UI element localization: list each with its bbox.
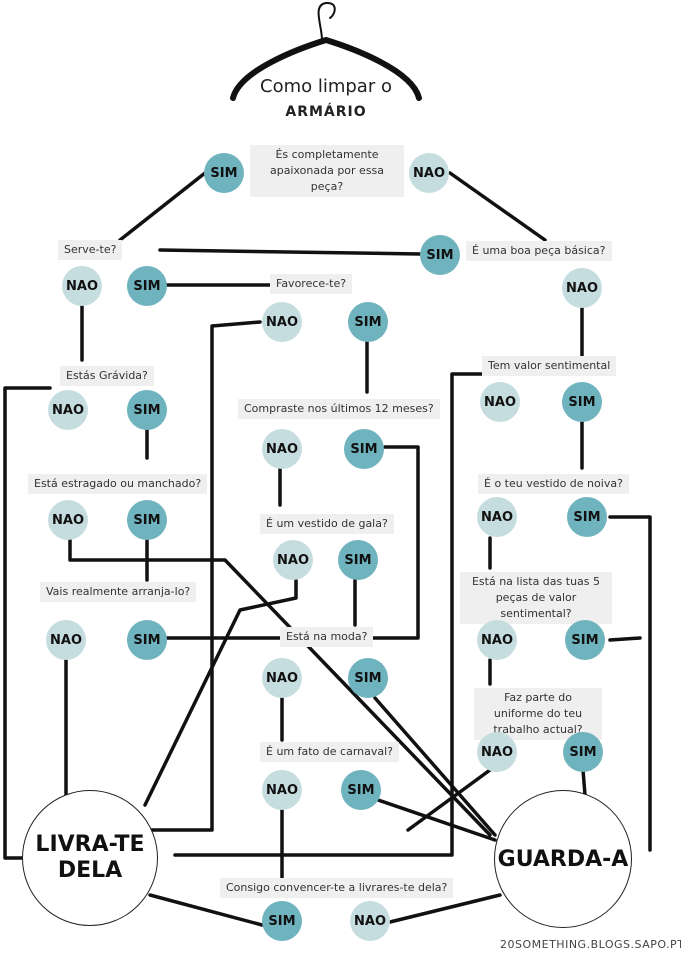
question-costume: É um fato de carnaval? (260, 742, 400, 762)
connector (388, 893, 502, 924)
answer-sim: SIM (127, 266, 167, 306)
answer-nao: NAO (48, 500, 88, 540)
connector (143, 576, 298, 807)
answer-sim: SIM (127, 620, 167, 660)
question-flatters: Favorece-te? (270, 274, 353, 294)
answer-sim: SIM (348, 658, 388, 698)
connector (173, 372, 497, 857)
question-passion: És completamente apaixonada por essa peç… (250, 145, 404, 197)
answer-nao: NAO (477, 620, 517, 660)
outcome-discard: LIVRA-TE DELA (22, 790, 158, 926)
answer-nao: NAO (409, 153, 449, 193)
question-will-repair: Vais realmente arranja-lo? (40, 582, 197, 602)
connector (118, 171, 207, 242)
answer-sim: SIM (344, 429, 384, 469)
connector (406, 768, 492, 832)
answer-sim: SIM (204, 153, 244, 193)
answer-nao: NAO (562, 268, 602, 308)
question-bought-recently: Compraste nos últimos 12 meses? (238, 399, 440, 419)
question-fits: Serve-te? (58, 240, 123, 260)
answer-sim: SIM (563, 732, 603, 772)
credit: 20SOMETHING.BLOGS.SAPO.PT (500, 938, 681, 951)
question-convince: Consigo convencer-te a livrares-te dela? (220, 878, 454, 898)
answer-nao: NAO (62, 266, 102, 306)
answer-nao: NAO (273, 540, 313, 580)
connector (608, 515, 652, 852)
outcome-keep: GUARDA-A (494, 790, 632, 928)
connector (373, 696, 497, 837)
question-gala-dress: É um vestido de gala? (260, 514, 394, 534)
answer-sim: SIM (420, 235, 460, 275)
answer-nao: NAO (48, 390, 88, 430)
answer-sim: SIM (562, 382, 602, 422)
answer-nao: NAO (46, 620, 86, 660)
question-damaged: Está estragado ou manchado? (28, 474, 208, 494)
connector (448, 171, 547, 242)
answer-nao: NAO (350, 901, 390, 941)
question-top-five: Está na lista das tuas 5 peças de valor … (460, 572, 612, 624)
answer-nao: NAO (480, 382, 520, 422)
answer-sim: SIM (565, 620, 605, 660)
answer-nao: NAO (477, 732, 517, 772)
question-basic-piece: É uma boa peça básica? (466, 241, 612, 261)
page-subtitle: ARMÁRIO (285, 104, 367, 120)
hanger-icon (230, 1, 422, 101)
question-in-fashion: Está na moda? (280, 627, 374, 647)
answer-nao: NAO (262, 770, 302, 810)
answer-sim: SIM (262, 901, 302, 941)
question-uniform: Faz parte do uniforme do teu trabalho ac… (474, 688, 602, 740)
answer-nao: NAO (477, 497, 517, 537)
answer-sim: SIM (341, 770, 381, 810)
question-wedding-dress: É o teu vestido de noiva? (478, 474, 629, 494)
connector (376, 798, 497, 842)
connector (581, 768, 587, 797)
connector (366, 445, 420, 640)
connector (158, 248, 422, 256)
answer-nao: NAO (262, 429, 302, 469)
answer-sim: SIM (127, 500, 167, 540)
connector (608, 636, 642, 642)
answer-sim: SIM (127, 390, 167, 430)
connector (148, 893, 264, 927)
answer-sim: SIM (338, 540, 378, 580)
connector (3, 386, 52, 860)
answer-sim: SIM (567, 497, 607, 537)
answer-nao: NAO (262, 658, 302, 698)
question-pregnant: Estás Grávida? (60, 366, 154, 386)
answer-sim: SIM (348, 302, 388, 342)
answer-nao: NAO (262, 302, 302, 342)
question-sentimental: Tem valor sentimental (482, 356, 617, 376)
connector (148, 320, 262, 832)
page-title: Como limpar o (260, 76, 392, 97)
